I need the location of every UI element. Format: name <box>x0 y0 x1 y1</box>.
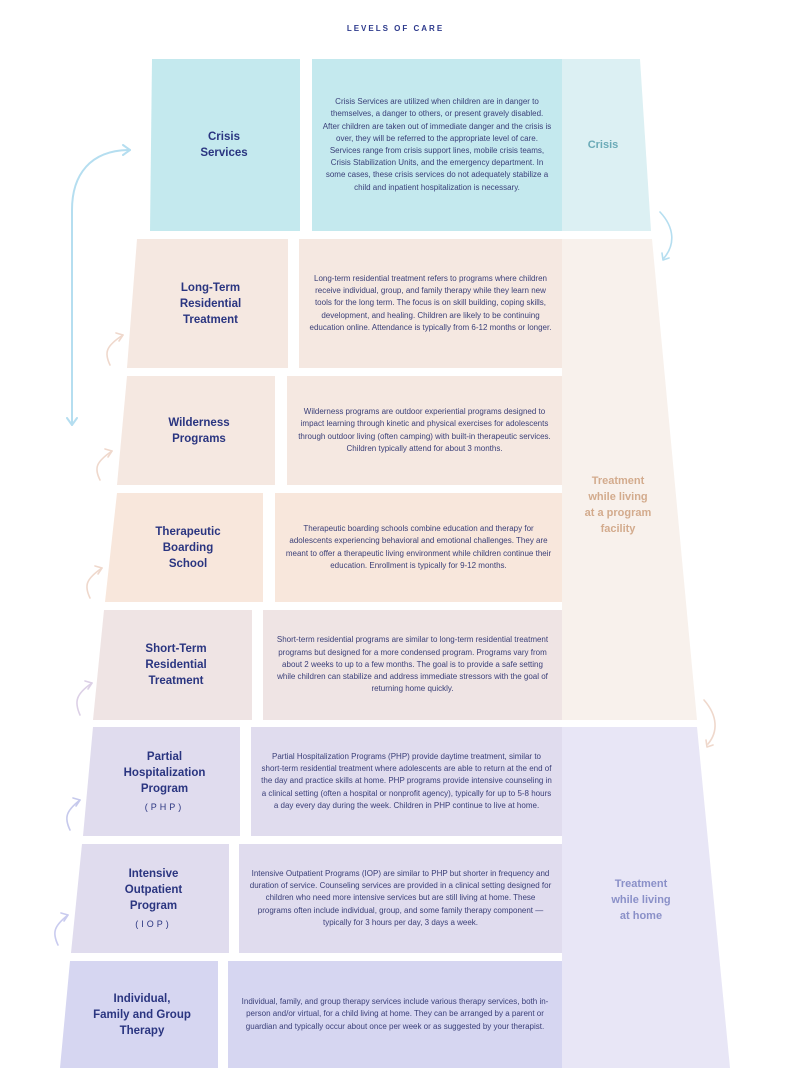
level-name-text: Crisis Services <box>200 131 248 159</box>
category-band-home <box>562 727 730 1068</box>
arrowhead-icon <box>104 448 113 458</box>
level-name-text: Long-Term Residential Treatment <box>179 281 242 326</box>
level-name-text: Intensive Outpatient Program <box>124 867 183 912</box>
level-name: Partial Hospitalization Program (PHP) <box>97 727 232 836</box>
curved-arrow-up-icon <box>54 914 69 946</box>
level-name-text: Partial Hospitalization Program <box>123 750 206 795</box>
level-name: Crisis Services <box>156 59 292 231</box>
arrowhead-icon <box>72 797 81 807</box>
level-description-cell <box>312 59 562 231</box>
category-band-facility <box>562 239 697 720</box>
arrowhead-icon <box>84 680 93 690</box>
category-label: Treatment while living at home <box>611 878 671 922</box>
arrowhead-icon <box>661 252 670 261</box>
level-name: Long-Term Residential Treatment <box>141 239 280 368</box>
level-name: Therapeutic Boarding School <box>121 493 255 602</box>
level-name: Wilderness Programs <box>131 376 267 485</box>
curved-arrow-down-icon <box>703 699 716 745</box>
page-title: LEVELS OF CARE <box>346 24 445 33</box>
arrowhead-icon <box>705 739 714 748</box>
level-description: Crisis Services are utilized when childr… <box>322 97 552 192</box>
double-headed-arrow-icon <box>71 149 131 426</box>
level-name-text: Wilderness Programs <box>168 416 230 445</box>
level-label-cell <box>71 844 229 953</box>
level-name-text: Therapeutic Boarding School <box>155 525 221 570</box>
level-label-cell <box>117 376 275 485</box>
level-abbreviation: (PHP) <box>144 801 185 812</box>
level-name: Intensive Outpatient Program (IOP) <box>86 844 221 953</box>
level-name-text: Individual, Family and Group Therapy <box>93 992 191 1037</box>
level-label-cell <box>83 727 240 836</box>
level-description: Intensive Outpatient Programs (IOP) are … <box>249 868 552 927</box>
category-label: Treatment while living at a program faci… <box>584 475 652 535</box>
arrowhead-icon <box>94 565 103 575</box>
level-description: Short-term residential programs are simi… <box>276 635 549 694</box>
level-label-cell <box>127 239 288 368</box>
curved-arrow-up-icon <box>76 682 93 716</box>
level-label-cell <box>60 961 218 1068</box>
level-description-cell <box>228 961 562 1068</box>
level-name: Short-Term Residential Treatment <box>108 610 244 720</box>
level-label-cell <box>93 610 252 720</box>
level-description: Therapeutic boarding schools combine edu… <box>285 524 552 570</box>
category-label: Crisis <box>587 139 619 151</box>
arrowhead-icon <box>115 332 124 342</box>
arrowhead-icon <box>60 912 69 922</box>
level-name-text: Short-Term Residential Treatment <box>145 643 207 687</box>
curved-arrow-up-icon <box>106 334 124 366</box>
level-abbreviation: (IOP) <box>135 918 172 929</box>
arrowhead-icon <box>66 417 78 426</box>
level-description-cell <box>275 493 562 602</box>
arrowhead-icon <box>122 144 131 156</box>
level-description: Long-term residential treatment refers t… <box>309 273 552 332</box>
curved-arrow-down-icon <box>659 211 673 259</box>
level-description: Individual, family, and group therapy se… <box>241 997 549 1031</box>
level-label-cell <box>105 493 263 602</box>
category-band-crisis <box>562 59 651 231</box>
level-description-cell <box>239 844 562 953</box>
curved-arrow-up-icon <box>86 567 103 599</box>
level-name: Individual, Family and Group Therapy <box>74 961 210 1068</box>
level-description-cell <box>299 239 562 368</box>
curved-arrow-up-icon <box>66 799 81 831</box>
curved-arrow-up-icon <box>96 450 113 481</box>
level-label-cell <box>150 59 300 231</box>
level-description-cell <box>251 727 562 836</box>
level-description-cell <box>287 376 562 485</box>
level-description-cell <box>263 610 562 720</box>
level-description: Wilderness programs are outdoor experien… <box>298 407 551 453</box>
level-description: Partial Hospitalization Programs (PHP) p… <box>261 751 552 810</box>
